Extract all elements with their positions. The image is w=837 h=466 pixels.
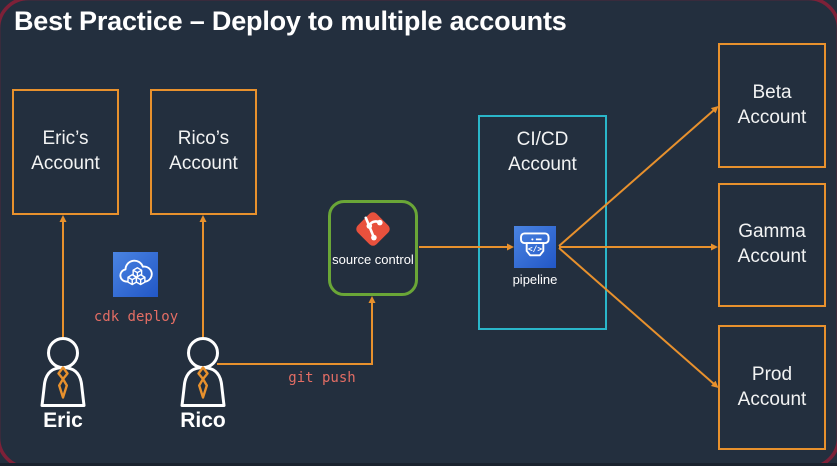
eric-person-icon	[40, 337, 86, 407]
git-push-command: git push	[288, 370, 356, 386]
rico-account-box: Rico’s Account	[150, 89, 257, 215]
prod-account-label: Prod Account	[737, 363, 807, 410]
page-title: Best Practice – Deploy to multiple accou…	[14, 6, 567, 36]
eric-name-label: Eric	[43, 409, 83, 432]
pipeline-node: </> pipeline	[493, 226, 577, 287]
eric-account-box: Eric’s Account	[12, 89, 119, 215]
gamma-account-label: Gamma Account	[737, 221, 807, 267]
rico-account-label: Rico’s Account	[169, 128, 238, 174]
pipeline-label: pipeline	[512, 272, 558, 287]
eric-account-label: Eric’s Account	[31, 128, 100, 174]
rico-name-label: Rico	[180, 409, 226, 432]
source-control-label: source control	[332, 252, 414, 267]
cicd-account-label: CI/CD Account	[508, 129, 577, 175]
svg-text:</>: </>	[528, 245, 542, 254]
git-icon	[356, 212, 390, 246]
gamma-account-box: Gamma Account	[718, 183, 826, 307]
arrow-git-push	[217, 296, 376, 365]
codepipeline-icon: </>	[514, 226, 556, 268]
cdk-deploy-command: cdk deploy	[93, 309, 179, 325]
beta-account-box: Beta Account	[718, 43, 826, 168]
aws-cdk-icon	[113, 252, 158, 297]
prod-account-box: Prod Account	[718, 325, 826, 450]
rico-person-icon	[180, 337, 226, 407]
cicd-account-box: CI/CD Account	[478, 115, 607, 330]
source-control-box: source control	[328, 200, 418, 296]
beta-account-label: Beta Account	[737, 81, 807, 128]
